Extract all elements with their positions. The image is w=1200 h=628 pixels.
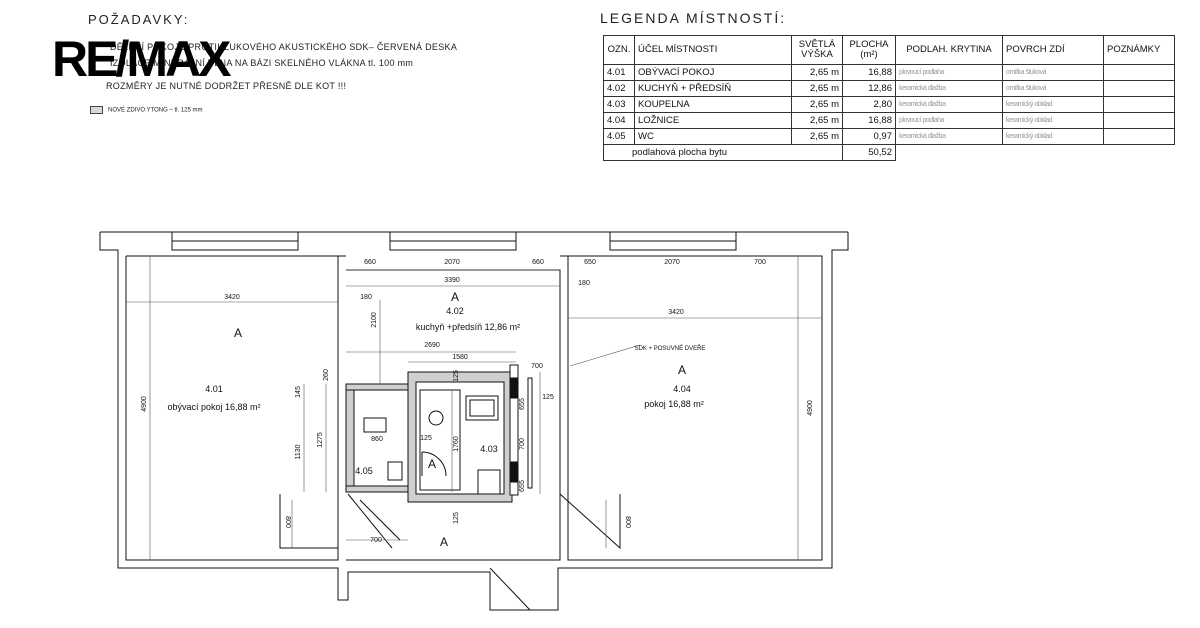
room-403-code: 4.03 <box>480 444 498 454</box>
header-walls: POVRCH ZDÍ <box>1002 35 1104 65</box>
svg-text:650: 650 <box>584 259 596 266</box>
requirement-line-2: IZOLACE MINERÁLNÍ VLNA NA BÁZI SKELNÉHO … <box>110 58 414 68</box>
requirement-line-1: DĚLENÍ POKOJE PROTIHLUKOVÉHO AKUSTICKÉHO… <box>110 42 458 52</box>
room-labels: A 4.01 obývací pokoj 16,88 m² A 4.02 kuc… <box>167 290 705 549</box>
svg-text:1580: 1580 <box>452 354 468 361</box>
svg-text:180: 180 <box>360 294 372 301</box>
dimension-labels: 3420 3420 660 2070 660 650 2070 700 3390… <box>141 259 814 544</box>
svg-text:4900: 4900 <box>141 396 148 412</box>
plan-walls <box>99 231 849 611</box>
room-404-code: 4.04 <box>673 384 691 394</box>
room-402-letter: A <box>451 290 459 304</box>
svg-text:655: 655 <box>519 480 526 492</box>
svg-text:660: 660 <box>532 259 544 266</box>
header-floor: PODLAH. KRYTINA <box>895 35 1003 65</box>
material-legend-label: NOVÉ ZDIVO YTONG – tl. 125 mm <box>108 107 203 114</box>
svg-text:3390: 3390 <box>444 277 460 284</box>
svg-text:700: 700 <box>754 259 766 266</box>
svg-text:860: 860 <box>371 436 383 443</box>
requirement-line-3: ROZMĚRY JE NUTNÉ DODRŽET PŘESNĚ DLE KOT … <box>106 81 347 91</box>
room-404-letter: A <box>678 363 686 377</box>
ytong-swatch-icon <box>90 106 103 114</box>
table-row: 4.02 KUCHYŇ + PŘEDSÍŇ 2,65 m 12,86 keram… <box>603 80 1175 97</box>
svg-text:125: 125 <box>453 512 460 524</box>
svg-text:800: 800 <box>284 516 291 528</box>
svg-text:1275: 1275 <box>317 432 324 448</box>
svg-text:655: 655 <box>519 398 526 410</box>
svg-text:180: 180 <box>578 280 590 287</box>
room-401-letter: A <box>234 326 242 340</box>
sliding-door-note: SDK + POSUVNÉ DVEŘE <box>635 344 706 352</box>
svg-text:125: 125 <box>420 435 432 442</box>
room-404-label: pokoj 16,88 m² <box>644 399 704 409</box>
svg-text:125: 125 <box>453 370 460 382</box>
room-403-letter: A <box>428 457 436 471</box>
svg-text:1130: 1130 <box>295 444 302 459</box>
svg-text:2070: 2070 <box>664 259 680 266</box>
svg-text:660: 660 <box>364 259 376 266</box>
svg-text:800: 800 <box>624 516 631 528</box>
svg-text:700: 700 <box>531 363 543 370</box>
room-402-label: kuchyň +předsíň 12,86 m² <box>416 322 520 332</box>
room-402-code: 4.02 <box>446 306 464 316</box>
svg-text:4900: 4900 <box>807 400 814 416</box>
svg-text:2690: 2690 <box>424 342 440 349</box>
room-401-code: 4.01 <box>205 384 223 394</box>
svg-text:145: 145 <box>295 386 302 398</box>
svg-text:3420: 3420 <box>668 309 684 316</box>
material-legend: NOVÉ ZDIVO YTONG – tl. 125 mm <box>90 106 202 114</box>
hall-letter: A <box>440 535 448 549</box>
svg-text:2100: 2100 <box>371 312 378 328</box>
svg-text:700: 700 <box>519 438 526 450</box>
svg-text:1760: 1760 <box>453 436 460 452</box>
dimension-lines <box>126 256 822 560</box>
remax-logo: RE/MAX <box>52 31 231 87</box>
svg-text:3420: 3420 <box>224 294 240 301</box>
room-405-code: 4.05 <box>355 466 373 476</box>
svg-text:2070: 2070 <box>444 259 460 266</box>
svg-text:125: 125 <box>542 394 554 401</box>
total-value: 50,52 <box>842 144 896 161</box>
requirements-title: POŽADAVKY: <box>88 12 190 27</box>
requirements-block: POŽADAVKY: <box>88 12 189 27</box>
table-row: 4.03 KOUPELNA 2,65 m 2,80 keramická dlaž… <box>603 96 1175 113</box>
svg-text:700: 700 <box>370 537 382 544</box>
room-401-label: obývací pokoj 16,88 m² <box>167 402 260 412</box>
table-row: 4.05 WC 2,65 m 0,97 keramická dlažba ker… <box>603 128 1175 145</box>
svg-text:260: 260 <box>323 369 330 381</box>
room-legend-title: LEGENDA MÍSTNOSTÍ: <box>600 10 787 26</box>
table-total-row: podlahová plocha bytu 50,52 <box>603 144 1175 161</box>
